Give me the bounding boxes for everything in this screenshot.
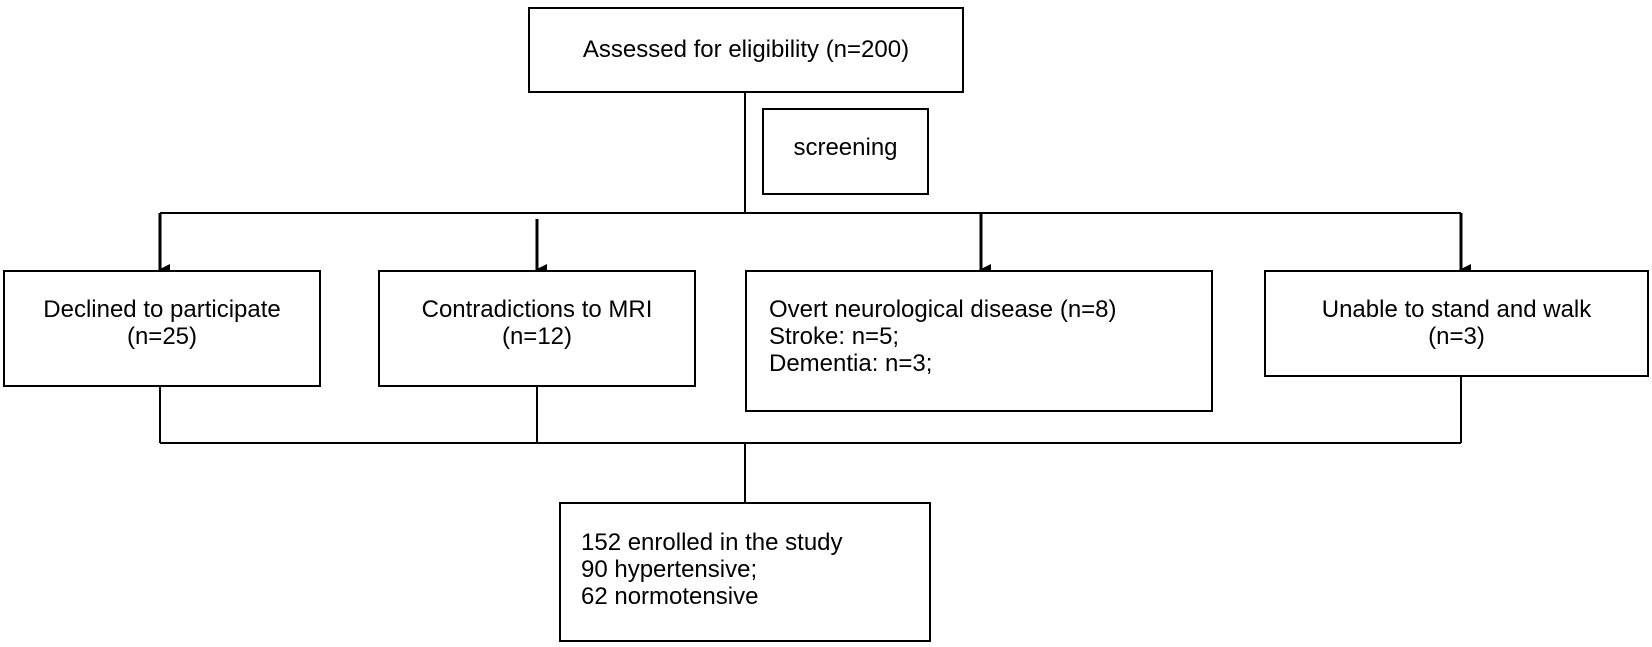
neuro-stroke: Stroke: n=5; [769,323,900,350]
neuro-box: Overt neurological disease (n=8) Stroke:… [745,270,1213,412]
assessed-box: Assessed for eligibility (n=200) [528,7,964,93]
unable-count: (n=3) [1428,323,1485,350]
enrolled-box: 152 enrolled in the study 90 hypertensiv… [559,502,931,642]
mri-count: (n=12) [501,323,573,350]
declined-label: Declined to participate [43,296,281,323]
screening-text: screening [793,134,898,161]
declined-box: Declined to participate (n=25) [3,270,321,387]
unable-box: Unable to stand and walk (n=3) [1264,270,1649,377]
screening-box: screening [762,108,929,195]
enrolled-normotensive: 62 normotensive [581,583,759,610]
assessed-text: Assessed for eligibility (n=200) [582,36,910,63]
mri-label: Contradictions to MRI [421,296,653,323]
neuro-label: Overt neurological disease (n=8) [769,296,1117,323]
unable-label: Unable to stand and walk [1321,296,1592,323]
declined-count: (n=25) [126,323,198,350]
neuro-dementia: Dementia: n=3; [769,350,933,377]
enrolled-hypertensive: 90 hypertensive; [581,556,758,583]
enrolled-total: 152 enrolled in the study [581,529,843,556]
mri-box: Contradictions to MRI (n=12) [378,270,696,387]
